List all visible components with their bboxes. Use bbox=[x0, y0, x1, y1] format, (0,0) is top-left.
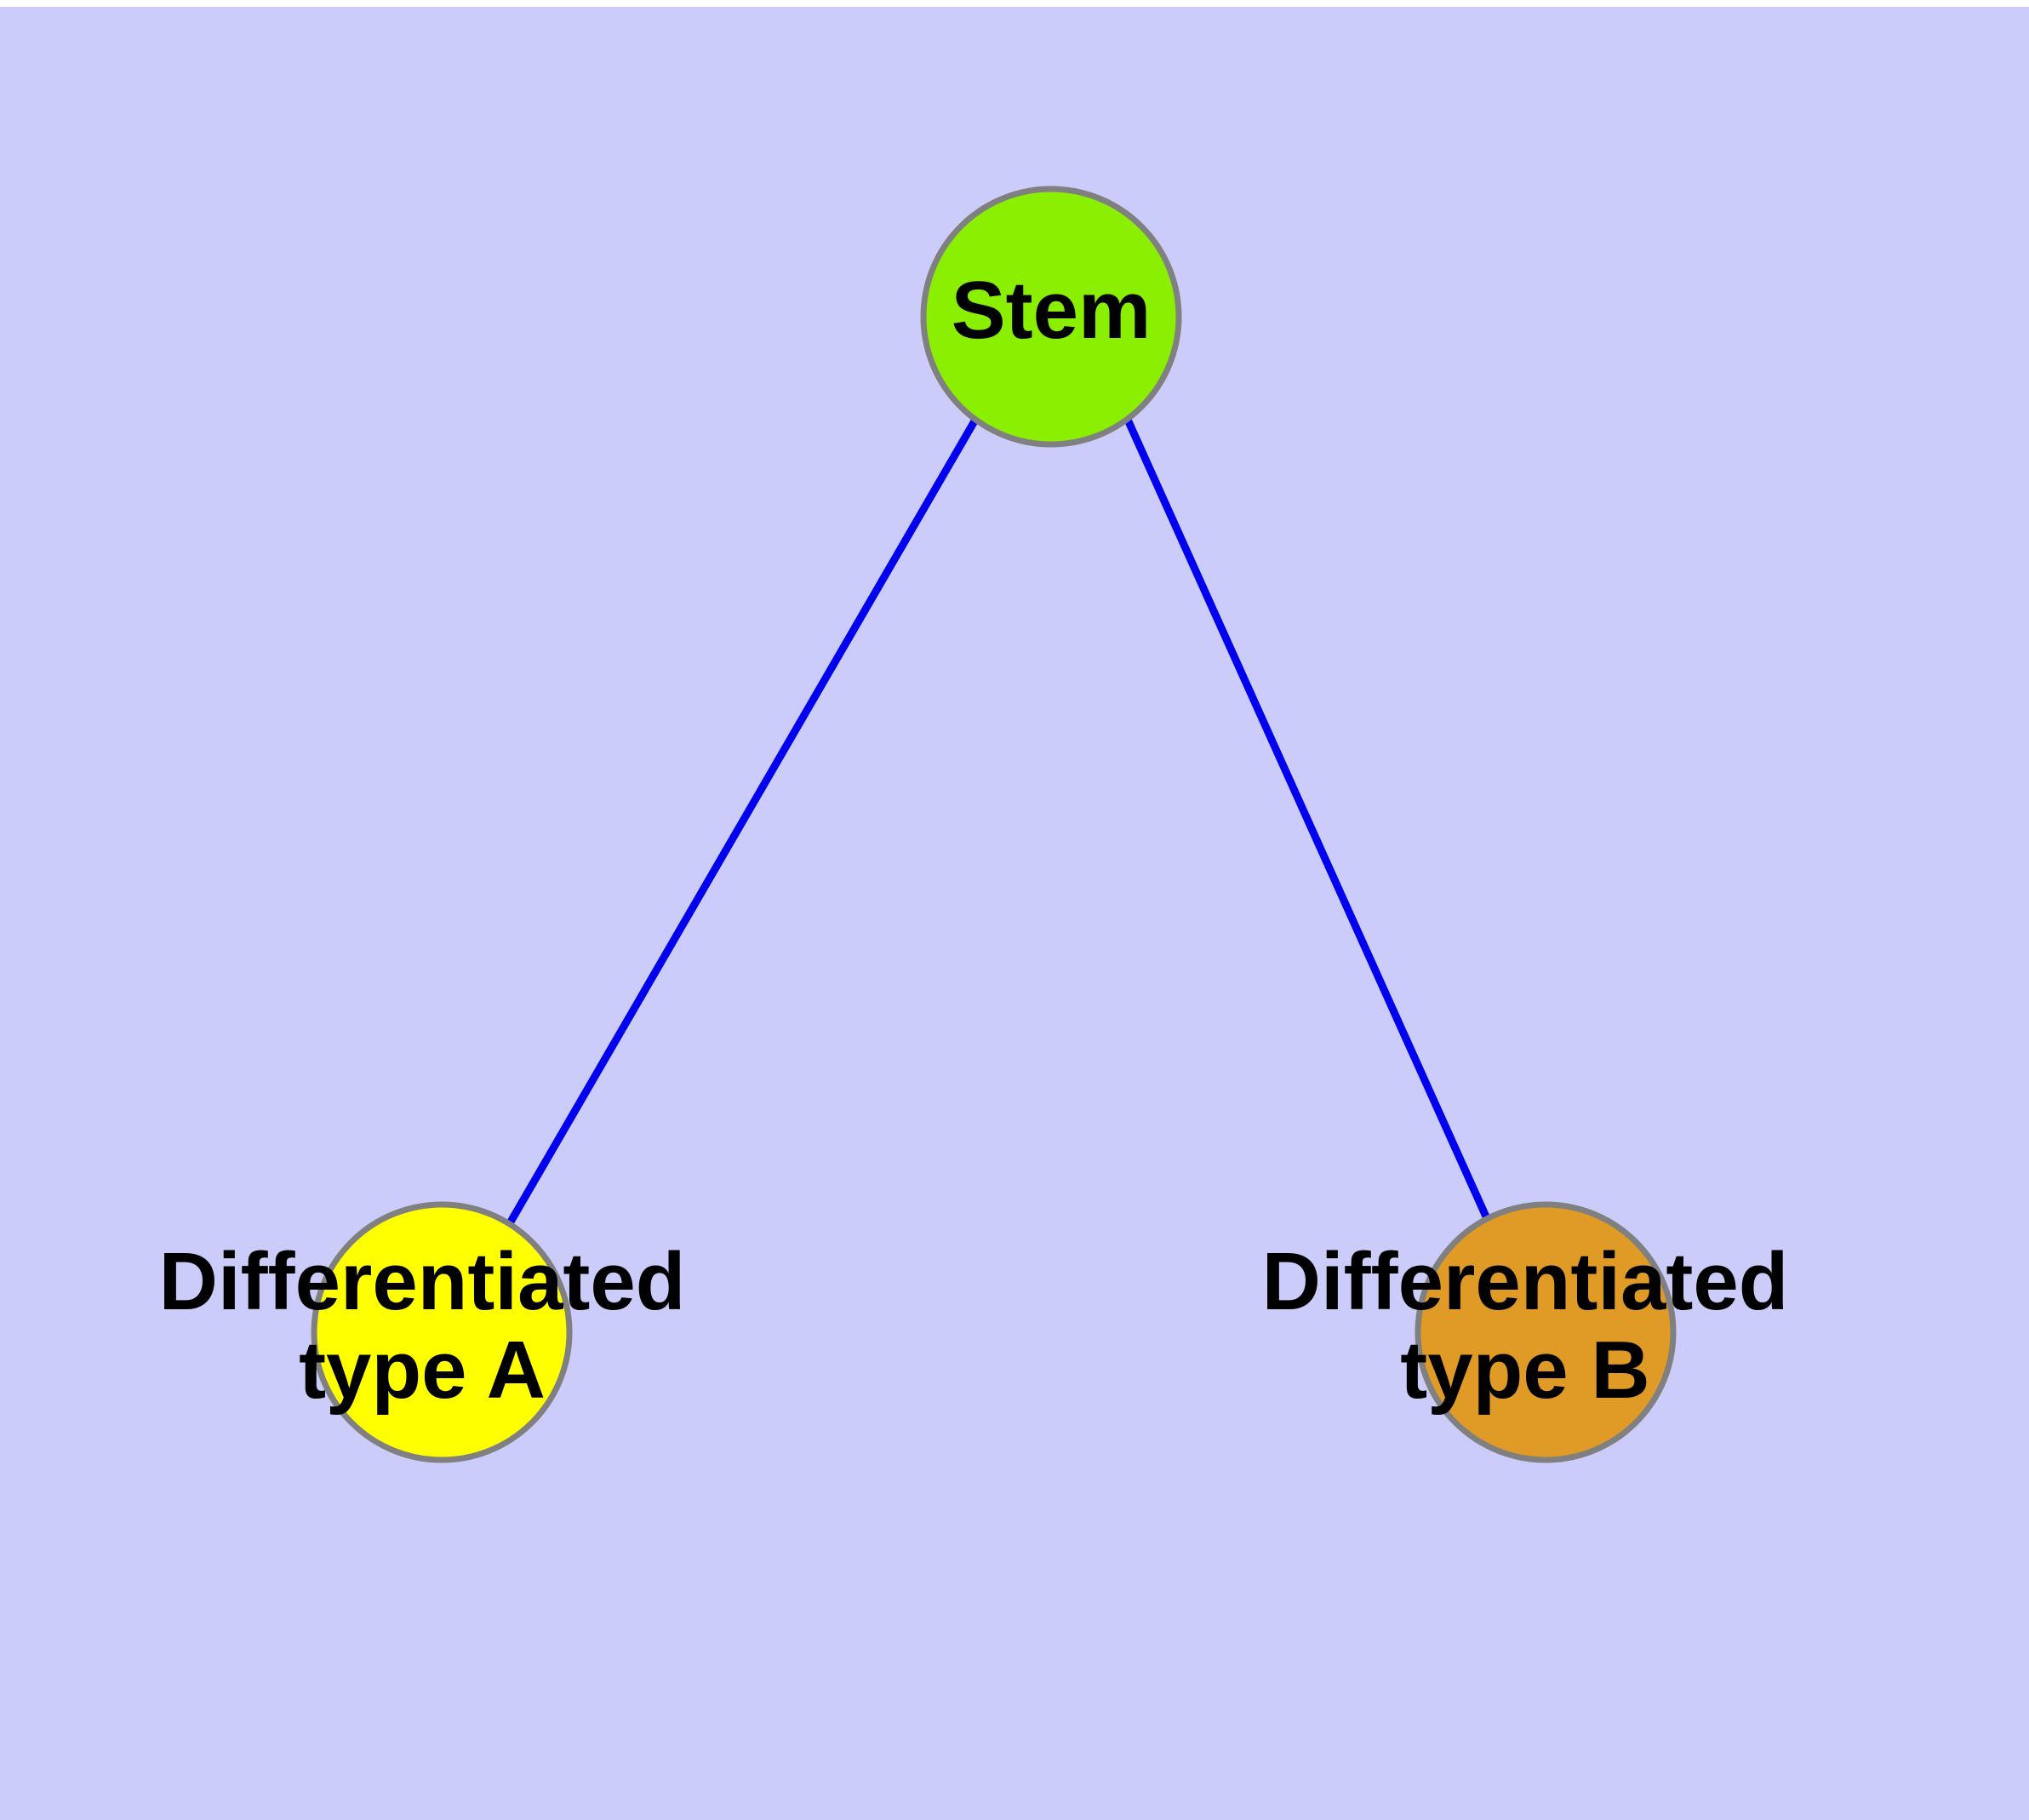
node-layer bbox=[311, 186, 1677, 1463]
node-label-stem: Stem bbox=[952, 265, 1152, 356]
node-differentiated-type-a[interactable] bbox=[311, 1201, 573, 1463]
node-differentiated-type-b[interactable] bbox=[1415, 1201, 1677, 1463]
node-label-line: type A bbox=[299, 1325, 546, 1416]
edge-stem-to-differentiated-type-b[interactable] bbox=[1123, 418, 1494, 1226]
edge-layer bbox=[506, 417, 1494, 1226]
node-label-line: type B bbox=[1400, 1325, 1649, 1416]
node-label-line: Differentiated bbox=[159, 1236, 686, 1327]
node-label-line: Differentiated bbox=[1262, 1236, 1789, 1327]
node-label-line: Stem bbox=[952, 265, 1152, 356]
edge-stem-to-differentiated-type-a[interactable] bbox=[506, 417, 979, 1226]
node-stem[interactable] bbox=[920, 186, 1182, 448]
